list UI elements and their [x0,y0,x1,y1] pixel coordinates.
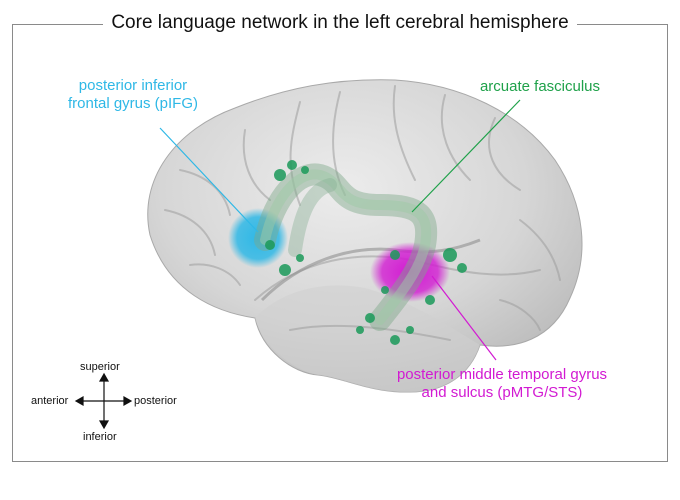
orientation-inferior: inferior [83,431,117,443]
pifg-leader-line [159,127,259,233]
temporal-lobe [255,285,480,393]
arcuate-leader-line [411,99,521,213]
pmtg-label-line2: and sulcus (pMTG/STS) [421,384,583,401]
pifg-label: posterior inferior frontal gyrus (pIFG) [52,77,214,113]
pifg-label-line1: posterior inferior [78,77,188,94]
arcuate-label: arcuate fasciculus [470,78,610,96]
orientation-superior: superior [80,361,120,373]
orientation-posterior: posterior [134,395,177,407]
arcuate-fasciculus-tract [254,163,438,331]
figure-title-wrap: Core language network in the left cerebr… [0,12,680,34]
cerebrum [147,79,583,393]
orientation-arrows [74,372,133,430]
fiber-endings [265,160,467,345]
pmtg-label-line1: posterior middle temporal gyrus [396,366,608,383]
pifg-label-line2: frontal gyrus (pIFG) [67,95,199,112]
arcuate-label-text: arcuate fasciculus [479,78,601,95]
figure-title: Core language network in the left cerebr… [103,12,577,33]
pmtg-leader-line [431,275,497,361]
orientation-anterior: anterior [31,395,69,407]
pmtg-label: posterior middle temporal gyrus and sulc… [382,366,622,402]
